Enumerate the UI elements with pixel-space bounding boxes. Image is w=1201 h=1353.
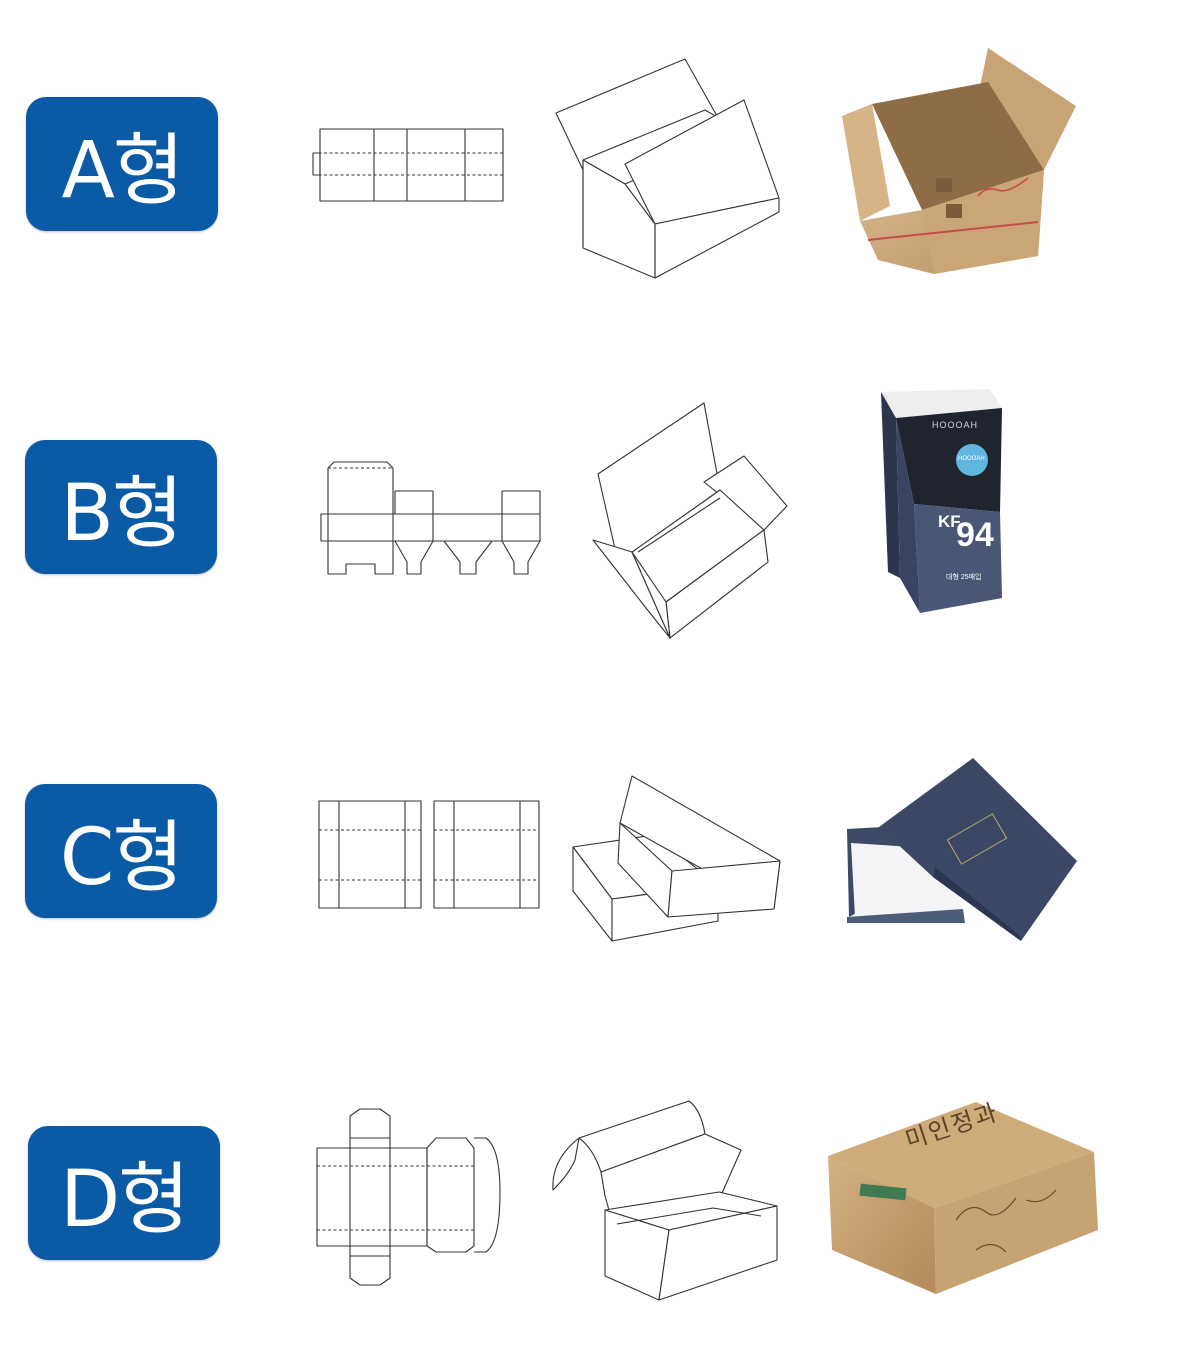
type-c-3d-sketch [572, 775, 784, 943]
type-b-photo-mask-box: HOOOAH HOOOAH KF 94 대형 25매입 [880, 388, 1004, 614]
type-c-badge: C형 [25, 784, 217, 918]
type-b-dieline [320, 460, 542, 576]
type-d-badge: D형 [28, 1126, 220, 1260]
type-b-photo-kf: KF [938, 512, 961, 531]
type-b-photo-brand: HOOOAH [932, 420, 979, 430]
type-b-photo-logo: HOOOAH [958, 456, 985, 462]
type-d-dieline [316, 1108, 502, 1286]
type-b-badge: B형 [25, 440, 217, 574]
type-b-3d-sketch [592, 402, 790, 640]
type-d-label: D형 [60, 1155, 190, 1245]
type-c-dieline [318, 800, 540, 910]
type-d-photo-kraft-box: 미인정과 [826, 1099, 1102, 1296]
type-d-3d-sketch [549, 1100, 779, 1302]
type-c-label: C형 [59, 813, 184, 903]
type-b-photo-size: 대형 25매입 [946, 574, 982, 581]
type-a-badge: A형 [26, 97, 218, 231]
type-a-dieline [312, 128, 504, 202]
type-a-3d-sketch [555, 58, 785, 280]
type-b-label: B형 [60, 469, 183, 559]
type-a-label: A형 [61, 126, 184, 216]
type-c-photo-lid-box [843, 757, 1079, 941]
type-b-photo-94: 94 [956, 516, 994, 554]
type-a-photo-open-carton [838, 46, 1080, 276]
